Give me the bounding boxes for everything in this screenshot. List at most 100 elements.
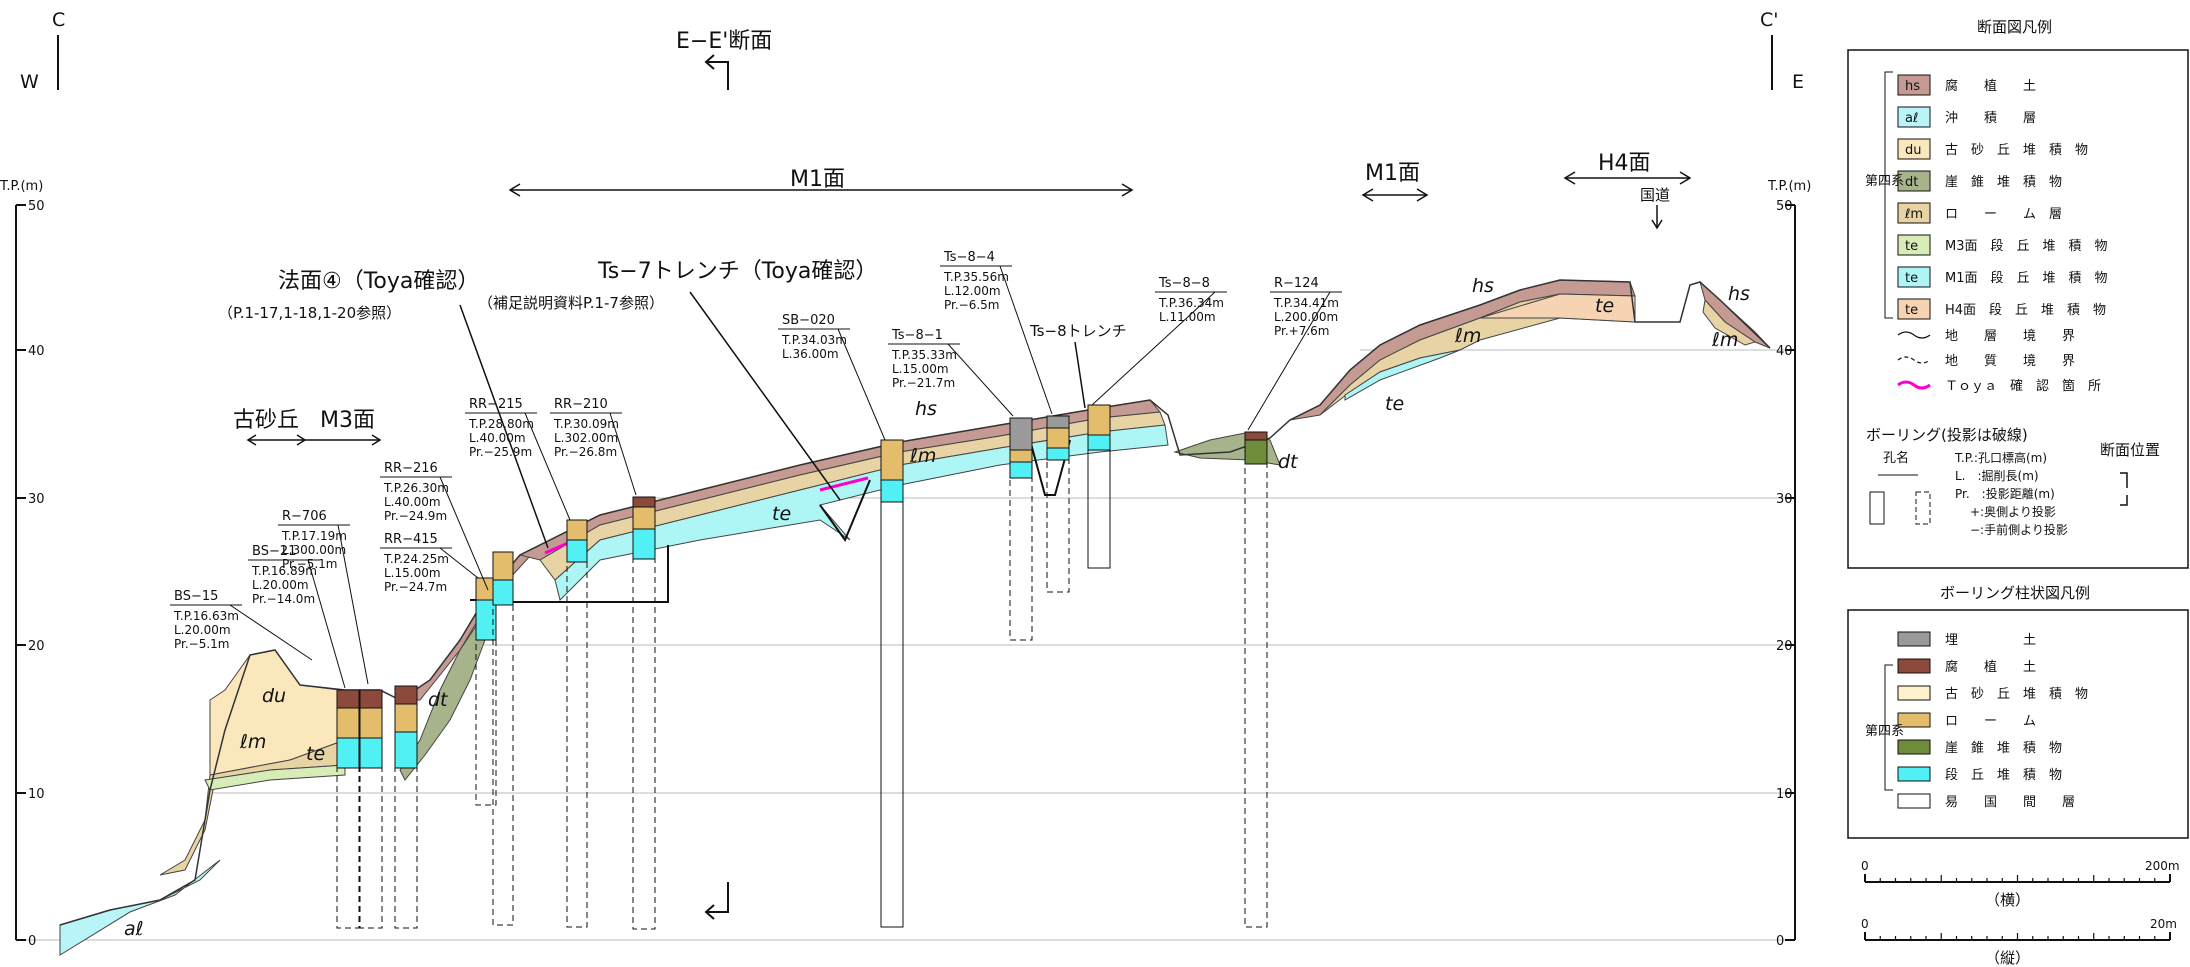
kosakyu-label: 古砂丘 — [233, 408, 299, 433]
right-axis-tick-labels: 50 40 30 20 10 0 — [1776, 199, 1793, 949]
ts7-trench-outline — [819, 479, 871, 543]
svg-text:段 丘 堆 積 物: 段 丘 堆 積 物 — [1945, 768, 2062, 783]
borehole-detail: Pr.−24.7m — [384, 580, 447, 594]
svg-text:ℓm: ℓm — [909, 445, 936, 467]
hscale-end: 200m — [2145, 859, 2180, 873]
m1-main-surface-label: M1面 — [790, 167, 845, 192]
horizontal-scale-ticks — [1879, 875, 2156, 882]
svg-text:hs: hs — [1905, 79, 1920, 94]
c-left-label: C — [52, 9, 65, 31]
borehole-detail: Pr.−26.8m — [554, 445, 617, 459]
svg-text:H4面 段 丘 堆 積 物: H4面 段 丘 堆 積 物 — [1945, 303, 2106, 318]
svg-text:易 国 間 層: 易 国 間 層 — [1945, 795, 2075, 810]
svg-text:10: 10 — [28, 787, 45, 802]
borehole-detail: L.40.00m — [469, 431, 526, 445]
borehole-name: R−124 — [1274, 276, 1319, 291]
boring-column-legend-bracket — [1884, 664, 1893, 791]
section-title: E−E'断面 — [676, 29, 772, 54]
boring-legend-group-label: 第四系 — [1865, 724, 1904, 739]
borehole-name: BS−21 — [252, 544, 296, 559]
section-legend-line-item: 地 質 境 界 — [1897, 354, 2075, 369]
boring-legend-item: 段 丘 堆 積 物 — [1897, 766, 2062, 783]
svg-text:40: 40 — [1776, 344, 1793, 359]
ts8-trench-label: Ts−8トレンチ — [1029, 322, 1127, 340]
left-elevation-axis — [15, 204, 26, 941]
borehole-detail: T.P.17.19m — [281, 529, 347, 543]
svg-text:Ｔｏｙａ 確 認 箇 所: Ｔｏｙａ 確 認 箇 所 — [1945, 378, 2101, 394]
svg-text:te: te — [772, 503, 791, 525]
section-legend-title: 断面図凡例 — [1977, 18, 2052, 36]
borehole-detail: T.P.16.63m — [173, 609, 239, 623]
svg-text:dt: dt — [1905, 175, 1918, 190]
m3-surface-label: M3面 — [320, 408, 375, 433]
vscale-caption: （縦） — [1985, 949, 2030, 967]
boring-legend-item: 埋 土 — [1897, 631, 2036, 648]
svg-text:aℓ: aℓ — [1905, 111, 1918, 126]
svg-text:40: 40 — [28, 344, 45, 359]
hscale-start: 0 — [1861, 859, 1869, 873]
borehole-name: Ts−8−8 — [1158, 276, 1210, 291]
borehole-detail: T.P.35.56m — [943, 270, 1009, 284]
svg-text:hs: hs — [915, 398, 937, 420]
svg-text:ℓm: ℓm — [1904, 207, 1923, 222]
svg-text:dt: dt — [1278, 451, 1299, 473]
borehole-detail: L.200.00m — [1274, 310, 1338, 324]
borehole-detail: T.P.36.34m — [1158, 296, 1224, 310]
svg-text:崖 錐 堆 積 物: 崖 錐 堆 積 物 — [1945, 741, 2062, 756]
h4-terrace-layer — [1344, 349, 1461, 401]
section-marker-bottom — [704, 882, 729, 920]
svg-text:古 砂 丘 堆 積 物: 古 砂 丘 堆 積 物 — [1945, 687, 2088, 702]
section-legend-line-item: 地 層 境 界 — [1897, 329, 2075, 344]
borehole-detail: T.P.30.09m — [553, 417, 619, 431]
borehole-name: RR−210 — [554, 397, 608, 412]
svg-text:te: te — [1385, 393, 1404, 415]
boring-legend-title: ボーリング(投影は破線) — [1866, 426, 2028, 444]
left-axis-unit: T.P.(m) — [0, 179, 43, 194]
section-legend-item: hs 腐 植 土 — [1897, 74, 2036, 96]
svg-text:0: 0 — [28, 934, 36, 949]
trench-callout-ref: （補足説明資料P.1-7参照） — [478, 294, 664, 312]
borehole-detail: Pr.−24.9m — [384, 509, 447, 523]
borehole-detail: Pr.−6.5m — [944, 298, 1000, 312]
svg-text:30: 30 — [1776, 492, 1793, 507]
svg-text:20: 20 — [1776, 639, 1793, 654]
svg-text:腐 植 土: 腐 植 土 — [1945, 79, 2036, 94]
svg-text:du: du — [1905, 143, 1922, 158]
svg-text:0: 0 — [1776, 934, 1784, 949]
section-legend-item: te M3面 段 丘 堆 積 物 — [1897, 234, 2108, 256]
borehole-detail: L.20.00m — [174, 623, 231, 637]
borehole-detail: L.302.00m — [554, 431, 618, 445]
borehole-columns — [336, 404, 1268, 930]
svg-text:te: te — [1905, 239, 1918, 254]
borehole-name: R−706 — [282, 509, 327, 524]
borehole-detail: L.36.00m — [782, 347, 839, 361]
svg-text:M3面 段 丘 堆 積 物: M3面 段 丘 堆 積 物 — [1945, 239, 2108, 254]
borehole-detail: T.P.24.25m — [383, 552, 449, 566]
svg-text:30: 30 — [28, 492, 45, 507]
borehole-detail: Pr.+7.6m — [1274, 324, 1330, 338]
borehole-detail: T.P.28.80m — [468, 417, 534, 431]
borehole-detail: T.P.35.33m — [891, 348, 957, 362]
boring-column-legend-box — [1847, 609, 2189, 839]
borehole-name: Ts−8−4 — [943, 250, 995, 265]
svg-text:ℓm: ℓm — [239, 731, 266, 753]
vscale-end: 20m — [2150, 917, 2177, 931]
boring-column-legend-title: ボーリング柱状図凡例 — [1940, 584, 2090, 602]
borehole-name: Ts−8−1 — [891, 328, 943, 343]
boring-legend-item: 腐 植 土 — [1897, 658, 2036, 675]
borehole-detail: T.P.34.03m — [781, 333, 847, 347]
borehole-detail: Pr.−25.9m — [469, 445, 532, 459]
